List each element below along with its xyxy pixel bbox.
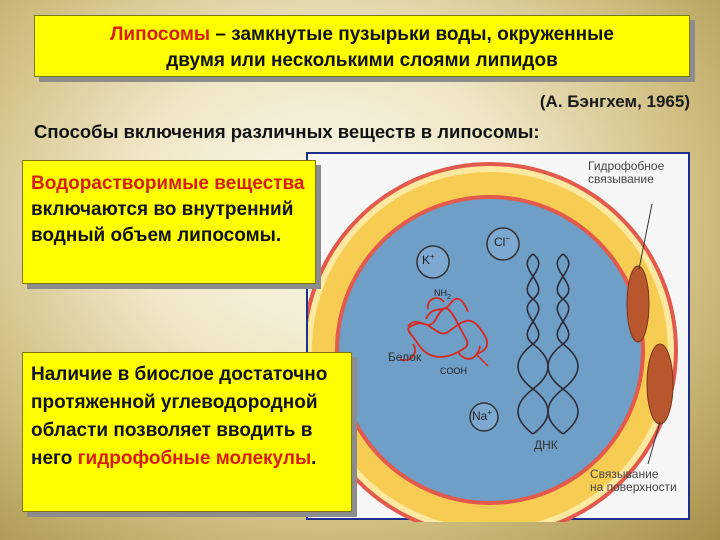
label-surface-binding: Связывание на поверхности [590, 467, 677, 494]
water-soluble-text: включаются во внутренний водный объем ли… [31, 199, 294, 246]
hydrophobic-highlight: гидрофобные молекулы [77, 448, 312, 469]
cl-ion [486, 227, 520, 261]
label-cl: Cl− [494, 234, 511, 249]
label-na: Na+ [472, 408, 493, 423]
hydrophobic-text: Наличие в биослое достаточно протяженной… [31, 364, 328, 469]
na-ion [469, 402, 499, 432]
title-box: Липосомы – замкнутые пузырьки воды, окру… [34, 15, 690, 77]
liposome-figure: Гидрофобное связывание K+ Cl− Na+ NH2 Бе… [306, 152, 690, 522]
protein [399, 297, 489, 362]
surface-molecule [646, 343, 674, 425]
title-highlight: Липосомы [110, 24, 211, 45]
hydrophobic-box: Наличие в биослое достаточно протяженной… [22, 352, 352, 512]
k-ion [416, 245, 450, 279]
label-cooh: COOH [440, 366, 467, 376]
hydrophobic-end: . [311, 448, 317, 469]
label-k: K+ [422, 252, 435, 267]
water-soluble-highlight: Водорастворимые вещества [31, 173, 305, 194]
hydrophobic-molecule [626, 265, 650, 343]
subtitle: Способы включения различных веществ в ли… [34, 121, 540, 142]
label-dna: ДНК [534, 438, 558, 452]
label-protein: Белок [388, 350, 422, 364]
liposome-diagram [308, 162, 678, 522]
label-nh2: NH2 [434, 288, 451, 301]
label-hydrophobic-binding: Гидрофобное связывание [588, 159, 665, 186]
water-soluble-box: Водорастворимые вещества включаются во в… [22, 160, 316, 284]
title-line1: – замкнутые пузырьки воды, окруженные [210, 24, 614, 45]
dna-helix [517, 253, 579, 435]
water-core [339, 199, 641, 501]
title-line2: двумя или несколькими слоями липидов [166, 50, 558, 71]
citation: (А. Бэнгхем, 1965) [539, 92, 690, 111]
